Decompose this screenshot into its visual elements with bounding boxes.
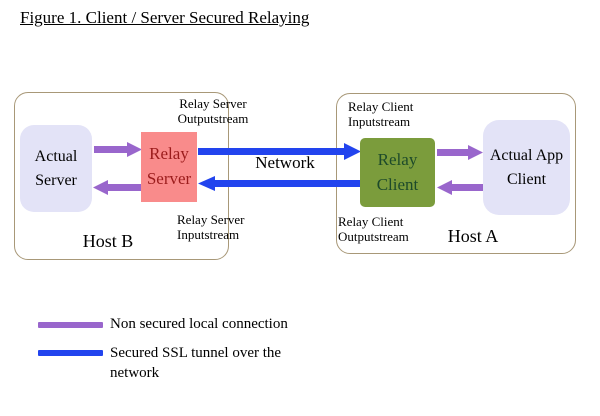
relay-server-inputstream-label: Relay Server Inputstream (177, 212, 267, 242)
legend-purple-line (38, 322, 103, 328)
network-label: Network (255, 153, 315, 172)
relay-client-inputstream-label: Relay Client Inputstream (348, 99, 438, 129)
relay-server-inputstream-line1: Relay Server (177, 212, 245, 227)
relay-client-inputstream-line2: Inputstream (348, 114, 411, 129)
relay-client-outputstream-line2: Outputstream (338, 229, 409, 244)
relay-client-inputstream-line1: Relay Client (348, 99, 414, 114)
host-a-group-box (336, 93, 576, 254)
relay-client-outputstream-line1: Relay Client (338, 214, 404, 229)
relay-server-outputstream-line2: Outputstream (177, 111, 249, 126)
relay-server-inputstream-line2: Inputstream (177, 227, 240, 242)
actual-server-node: Actual Server (20, 125, 92, 212)
relay-client-label: Relay Client (376, 149, 419, 194)
host-a-label: Host A (447, 226, 499, 246)
legend-blue-line (38, 350, 103, 356)
relay-server-label: Relay Server (146, 144, 192, 188)
relay-server-outputstream-line1: Relay Server (179, 96, 247, 111)
figure-title: Figure 1. Client / Server Secured Relayi… (20, 8, 310, 27)
actual-server-label: Actual Server (34, 148, 78, 189)
legend-nonsecured-label: Non secured local connection (110, 316, 288, 332)
actual-app-client-node: Actual App Client (483, 120, 570, 215)
legend-secured-label: Secured SSL tunnel over the network (110, 345, 282, 381)
relay-server-outputstream-label: Relay Server Outputstream (168, 96, 258, 126)
relay-client-node: Relay Client (360, 138, 435, 207)
relay-server-node: Relay Server (141, 132, 197, 202)
host-b-group-box (14, 92, 229, 260)
host-b-label: Host B (82, 231, 134, 251)
relay-client-outputstream-label: Relay Client Outputstream (338, 214, 433, 244)
actual-app-client-label: Actual App Client (489, 147, 564, 188)
